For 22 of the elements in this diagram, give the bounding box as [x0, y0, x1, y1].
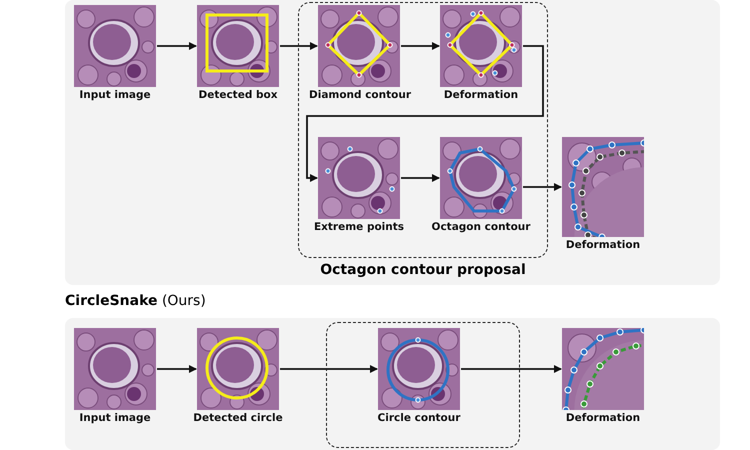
arrow [401, 174, 440, 182]
group-title: Octagon contour proposal [319, 262, 527, 278]
arrow [157, 365, 197, 373]
image-caption: Deformation [442, 89, 520, 101]
image-caption: Input image [78, 412, 152, 424]
image-caption: Deformation [564, 412, 642, 424]
image-caption: Detected box [197, 89, 279, 101]
arrow [280, 42, 318, 50]
arrow [280, 365, 378, 373]
arrow [401, 42, 440, 50]
arrow [461, 365, 562, 373]
arrow [157, 42, 197, 50]
arrow [523, 183, 562, 191]
image-caption: Diamond contour [309, 89, 409, 101]
image-caption: Octagon contour [431, 221, 531, 233]
image-caption: Deformation [564, 239, 642, 251]
image-caption: Input image [78, 89, 152, 101]
image-caption: Extreme points [312, 221, 406, 233]
arrow [306, 45, 544, 182]
image-caption: Circle contour [376, 412, 462, 424]
image-caption: Detected circle [192, 412, 284, 424]
section-heading: CircleSnake (Ours) [65, 293, 206, 309]
